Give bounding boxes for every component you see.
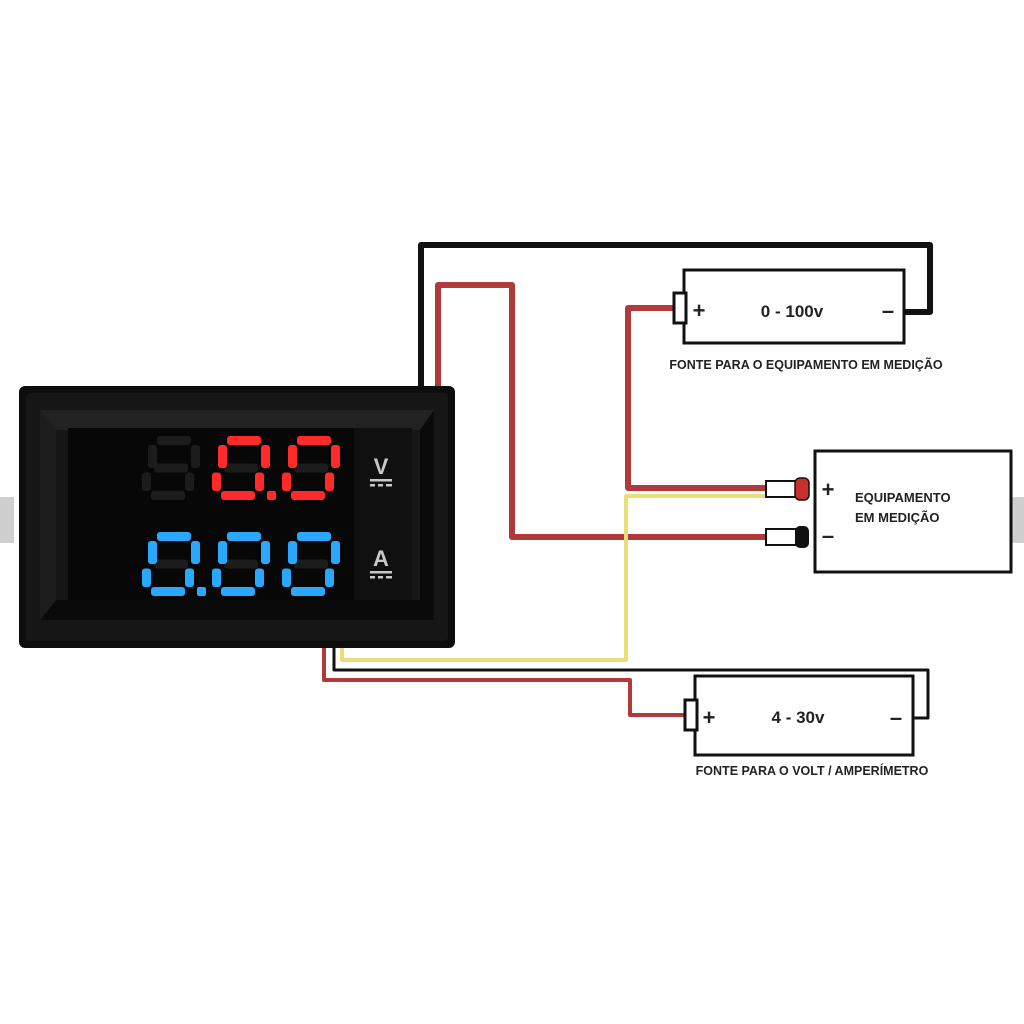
battery2-caption: FONTE PARA O VOLT / AMPERÍMETRO xyxy=(696,763,929,778)
segment-g xyxy=(154,463,188,473)
current-unit-label: A xyxy=(373,546,389,571)
segment-a xyxy=(297,532,331,541)
voltage-unit-dc-symbol xyxy=(370,479,392,482)
segment-b xyxy=(191,445,200,468)
segment-e xyxy=(282,472,291,491)
segment-e xyxy=(142,472,151,491)
decimal-point xyxy=(197,587,206,596)
left-edge-tab xyxy=(0,497,14,543)
segment-f xyxy=(288,541,297,564)
current-digit-0 xyxy=(142,532,200,596)
black-wire-bottom xyxy=(332,645,930,720)
segment-a xyxy=(297,436,331,445)
red-wire-to-device-plus xyxy=(625,305,768,491)
segment-f xyxy=(148,445,157,468)
segment-g xyxy=(154,559,188,569)
segment-c xyxy=(255,568,264,587)
segment-d xyxy=(221,491,255,500)
segment-b xyxy=(331,445,340,468)
segment-g xyxy=(294,559,328,569)
segment-g xyxy=(224,463,258,473)
battery2-rating: 4 - 30v xyxy=(772,708,825,727)
segment-d xyxy=(151,587,185,596)
current-digit-2 xyxy=(282,532,340,596)
battery-meter-supply: + 4 - 30v – FONTE PARA O VOLT / AMPERÍME… xyxy=(683,674,929,778)
segment-b xyxy=(191,541,200,564)
wires xyxy=(322,242,933,720)
device-minus: – xyxy=(822,523,834,548)
segment-a xyxy=(157,436,191,445)
decimal-point xyxy=(267,491,276,500)
device-under-test: + – EQUIPAMENTO EM MEDIÇÃO xyxy=(765,449,1013,574)
segment-a xyxy=(227,436,261,445)
current-digit-1 xyxy=(212,532,270,596)
segment-b xyxy=(331,541,340,564)
segment-e xyxy=(212,568,221,587)
yellow-wire xyxy=(340,494,768,662)
segment-e xyxy=(212,472,221,491)
voltage-digit-1 xyxy=(212,436,270,500)
volt-amp-meter: V A xyxy=(19,386,455,648)
voltage-digit-2 xyxy=(282,436,340,500)
voltage-display xyxy=(142,436,340,500)
battery1-minus: – xyxy=(882,298,894,323)
segment-d xyxy=(221,587,255,596)
battery1-plus: + xyxy=(693,298,706,323)
segment-d xyxy=(151,491,185,500)
segment-c xyxy=(325,472,334,491)
segment-c xyxy=(185,472,194,491)
battery1-rating: 0 - 100v xyxy=(761,302,824,321)
battery-measured-supply: + 0 - 100v – FONTE PARA O EQUIPAMENTO EM… xyxy=(669,268,943,372)
device-label-line2: EM MEDIÇÃO xyxy=(855,510,940,525)
segment-b xyxy=(261,541,270,564)
segment-c xyxy=(255,472,264,491)
red-wire-bottom xyxy=(322,645,686,717)
current-unit-dc-symbol xyxy=(370,571,392,574)
black-wire-top xyxy=(418,242,933,392)
segment-d xyxy=(291,491,325,500)
red-wire-to-device-minus xyxy=(435,282,768,540)
segment-g xyxy=(224,559,258,569)
segment-f xyxy=(218,445,227,468)
voltage-digit-0 xyxy=(142,436,200,500)
segment-f xyxy=(218,541,227,564)
segment-e xyxy=(282,568,291,587)
battery2-plus: + xyxy=(703,705,716,730)
segment-a xyxy=(157,532,191,541)
device-plus: + xyxy=(822,477,835,502)
device-label-line1: EQUIPAMENTO xyxy=(855,490,951,505)
segment-c xyxy=(185,568,194,587)
current-display xyxy=(142,532,340,596)
right-edge-tab xyxy=(1012,497,1024,543)
voltage-unit-label: V xyxy=(374,454,389,479)
segment-e xyxy=(142,568,151,587)
battery2-minus: – xyxy=(890,705,902,730)
segment-a xyxy=(227,532,261,541)
segment-f xyxy=(148,541,157,564)
segment-c xyxy=(325,568,334,587)
segment-g xyxy=(294,463,328,473)
segment-f xyxy=(288,445,297,468)
segment-b xyxy=(261,445,270,468)
battery1-caption: FONTE PARA O EQUIPAMENTO EM MEDIÇÃO xyxy=(669,357,942,372)
segment-d xyxy=(291,587,325,596)
